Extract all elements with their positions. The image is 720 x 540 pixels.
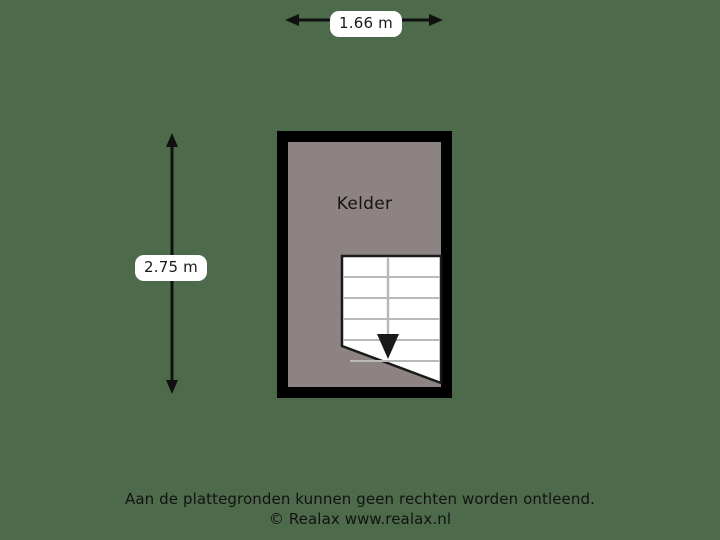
dimension-label-height: 2.75 m xyxy=(135,255,207,281)
footer-disclaimer: Aan de plattegronden kunnen geen rechten… xyxy=(0,489,720,529)
footer-line-2: © Realax www.realax.nl xyxy=(268,510,452,528)
dimension-label-width: 1.66 m xyxy=(330,11,402,37)
footer-line-1: Aan de plattegronden kunnen geen rechten… xyxy=(125,490,595,508)
stair-down-arrow-icon xyxy=(377,334,399,359)
staircase xyxy=(340,254,443,385)
room-name-label: Kelder xyxy=(336,194,393,214)
